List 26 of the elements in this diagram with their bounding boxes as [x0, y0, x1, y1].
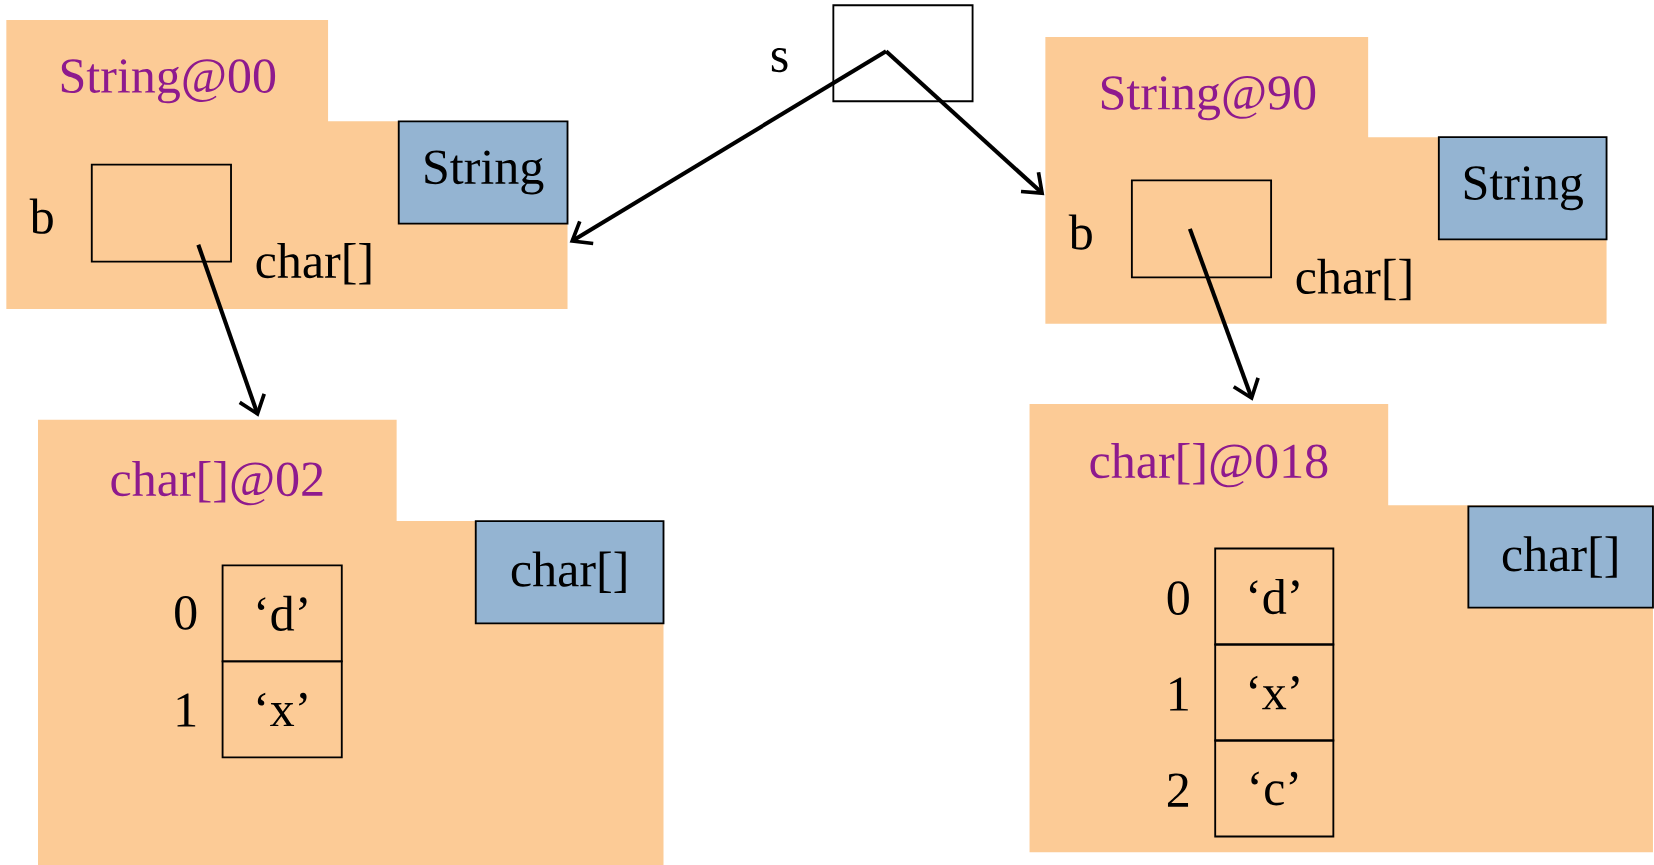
- type-label: char[]: [1296, 258, 1411, 301]
- array-cell: ‘d’: [221, 564, 343, 663]
- type-label-box: String: [397, 120, 569, 225]
- arrow: [196, 244, 266, 417]
- index-label: 2: [1168, 773, 1189, 807]
- index-label: 0: [1167, 581, 1189, 615]
- type-label-box: char[]: [474, 520, 665, 625]
- variable-box: [90, 163, 232, 263]
- array-cell: ‘c’: [1214, 739, 1335, 838]
- array-cell: ‘d’: [1214, 547, 1335, 646]
- index-label: 1: [1170, 677, 1188, 711]
- variable-name: s: [771, 48, 788, 73]
- index-label: 1: [177, 693, 196, 727]
- variable-box: [1130, 179, 1273, 279]
- type-label: char[]: [256, 243, 371, 285]
- type-label-box: String: [1437, 136, 1608, 241]
- variable-name: b: [1068, 214, 1092, 250]
- type-label-box: char[]: [1467, 505, 1654, 609]
- arrow: [884, 49, 1045, 196]
- variable-name: b: [29, 198, 53, 234]
- array-cell: ‘x’: [221, 660, 343, 759]
- array-cell: ‘x’: [1214, 643, 1335, 742]
- index-label: 0: [175, 596, 197, 630]
- variable-box: [832, 4, 974, 103]
- arrow: [569, 49, 888, 246]
- arrow: [1187, 228, 1260, 401]
